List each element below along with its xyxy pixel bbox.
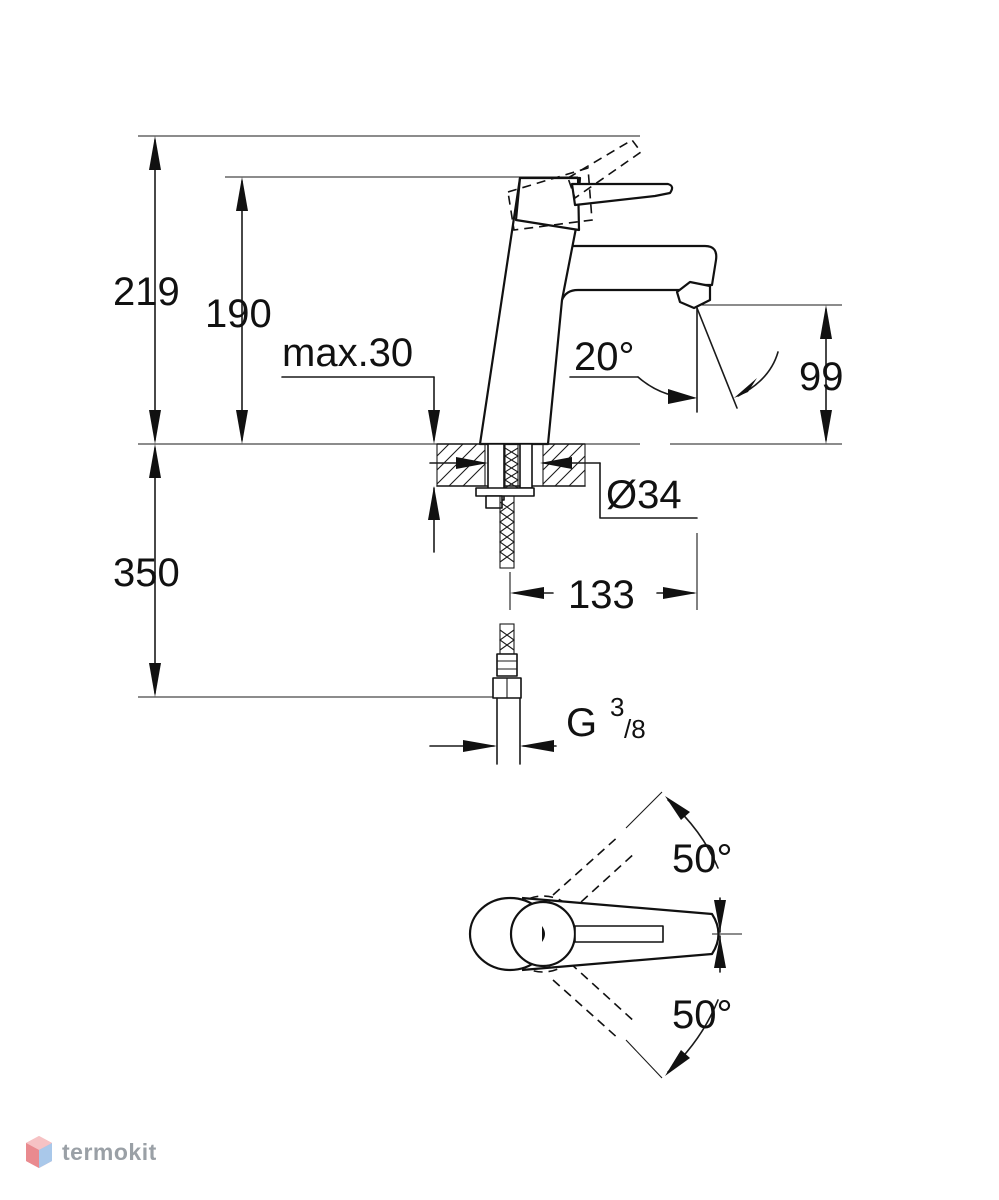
label-99: 99 [799,355,844,399]
label-20-degree: 20° [574,335,635,379]
label-rotation-upper: 50° [672,837,733,881]
hexagon-cube-icon [26,1136,52,1168]
label-rotation-lower: 50° [672,993,733,1037]
dimension-350: 350 [113,444,180,697]
dimension-max-30: max.30 [281,331,440,553]
dimension-219: 219 [113,136,180,444]
label-350: 350 [113,551,180,595]
dimension-99: 99 [799,305,844,444]
side-view: 219 190 max.30 [113,135,844,765]
dimension-190: 190 [205,177,272,444]
label-219: 219 [113,270,180,314]
dimension-diameter-34: Ø34 [429,457,698,519]
label-thread-num: 3 [610,692,624,722]
dimension-rotation-lower: 50° [665,935,733,1076]
faucet-body [478,176,718,446]
dimension-133: 133 [509,533,698,617]
label-diameter-34: Ø34 [606,473,682,517]
label-max-30: max.30 [282,331,413,375]
mounting-shank [475,443,535,569]
label-190: 190 [205,292,272,336]
watermark-text: termokit [62,1138,157,1165]
watermark-logo: termokit [24,1134,157,1170]
label-thread-g: G [566,701,597,745]
dimension-rotation-upper: 50° [665,796,733,933]
dimension-20-degree: 20° [569,307,779,413]
hose-end-fitting [492,623,522,765]
label-thread-den: /8 [624,714,646,744]
label-133: 133 [568,573,635,617]
dimension-thread-g38: G 3 /8 [429,692,646,752]
top-view: 50° 50° [468,791,742,1079]
lever-raised-dashed [507,138,643,231]
